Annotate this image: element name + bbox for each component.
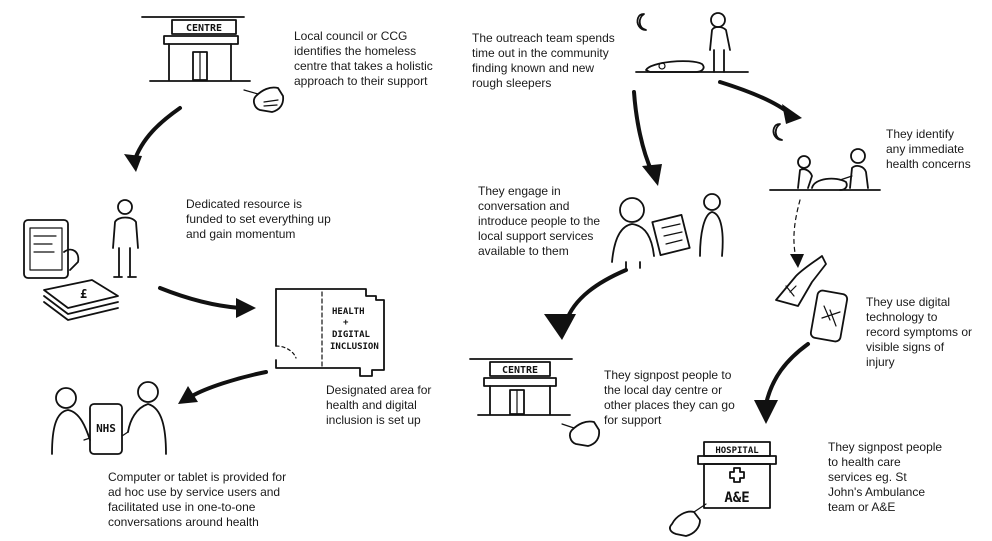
arrow-resource-to-area: [158, 286, 256, 318]
arrow-outreach-to-engage: [632, 90, 662, 186]
svg-text:DIGITAL: DIGITAL: [332, 330, 371, 340]
day-centre-building-icon: CENTRE: [469, 358, 573, 416]
conversation-icon: [611, 193, 724, 269]
caption-identify-health-concerns: They identify any immediate health conce…: [886, 127, 971, 171]
caption-council-identifies-centre: Local council or CCG identifies the home…: [294, 29, 433, 88]
pointing-hand-hospital-icon: [669, 503, 707, 537]
arrow-engage-to-centre: [544, 268, 628, 340]
money-stack-icon: £: [43, 279, 119, 321]
centre-building-icon: CENTRE: [141, 16, 251, 82]
outreach-worker-icon: [635, 12, 749, 73]
moon-icon: [636, 13, 647, 31]
rough-sleeper-icon: [645, 60, 705, 73]
svg-text:CENTRE: CENTRE: [186, 23, 222, 34]
hospital-building-icon: HOSPITAL A&E: [697, 441, 777, 509]
arrow-record-to-hospital: [754, 342, 810, 424]
pointing-hand-centre-icon: [561, 420, 601, 447]
svg-text:A&E: A&E: [724, 490, 749, 506]
health-check-icon: [769, 148, 881, 191]
people-with-phone-icon: NHS: [51, 381, 167, 455]
tablet-icon: [23, 219, 80, 279]
caption-signpost-health-care: They signpost people to health care serv…: [828, 440, 943, 514]
caption-designated-area: Designated area for health and digital i…: [326, 383, 432, 427]
svg-text:£: £: [80, 287, 87, 301]
caption-dedicated-resource: Dedicated resource is funded to set ever…: [186, 197, 331, 241]
person-icon: [112, 199, 139, 278]
caption-outreach-team: The outreach team spends time out in the…: [472, 31, 615, 90]
room-plan-icon: HEALTH + DIGITAL INCLUSION: [275, 288, 385, 377]
arrow-centre-to-resource: [124, 106, 182, 172]
caption-digital-technology: They use digital technology to record sy…: [866, 295, 973, 369]
moon-small-icon: [772, 123, 783, 141]
arrow-identify-to-record: [790, 199, 804, 268]
arrow-outreach-to-identify: [718, 80, 802, 124]
pointing-hand-icon: [243, 86, 285, 113]
svg-text:HEALTH: HEALTH: [332, 307, 365, 317]
caption-computer-provided: Computer or tablet is provided for ad ho…: [108, 470, 287, 529]
svg-text:CENTRE: CENTRE: [502, 365, 538, 376]
svg-text:NHS: NHS: [96, 422, 116, 435]
caption-engage-conversation: They engage in conversation and introduc…: [478, 184, 601, 258]
arrow-area-to-computer: [178, 370, 268, 404]
caption-signpost-day-centre: They signpost people to the local day ce…: [604, 368, 735, 427]
phone-record-icon: [775, 255, 849, 343]
svg-text:HOSPITAL: HOSPITAL: [715, 446, 759, 456]
svg-text:+: +: [343, 318, 349, 328]
svg-text:INCLUSION: INCLUSION: [330, 342, 379, 352]
